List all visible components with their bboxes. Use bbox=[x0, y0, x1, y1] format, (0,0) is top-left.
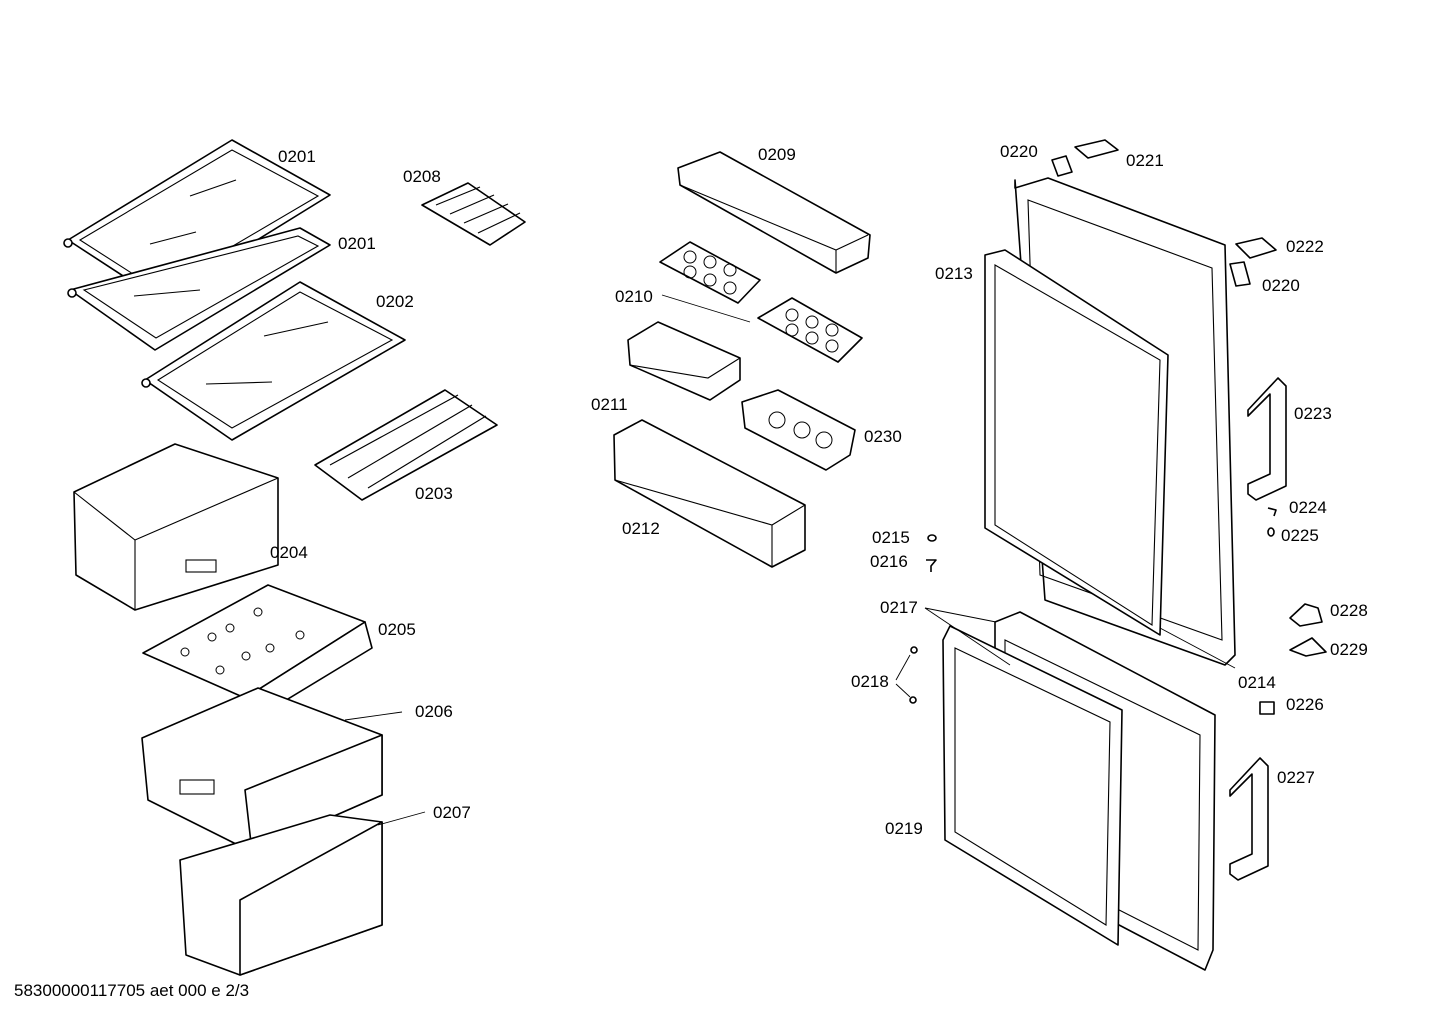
part-label-0219: 0219 bbox=[885, 819, 923, 838]
drawer-0207 bbox=[179, 811, 426, 976]
crisper-tray-0204 bbox=[73, 443, 279, 611]
handle-0227 bbox=[1229, 757, 1269, 881]
part-label-0220-side: 0220 bbox=[1262, 276, 1300, 295]
part-label-0207: 0207 bbox=[433, 803, 471, 822]
freezer-seal-0219 bbox=[942, 625, 1123, 946]
bracket-0228 bbox=[1289, 603, 1323, 627]
part-label-0228: 0228 bbox=[1330, 601, 1368, 620]
part-label-0216: 0216 bbox=[870, 552, 908, 571]
part-label-0223: 0223 bbox=[1294, 404, 1332, 423]
part-label-0220-top: 0220 bbox=[1000, 142, 1038, 161]
part-label-0201-top: 0201 bbox=[278, 147, 316, 166]
part-label-0209: 0209 bbox=[758, 145, 796, 164]
part-label-0206: 0206 bbox=[415, 702, 453, 721]
egg-tray-0210-b bbox=[757, 297, 863, 363]
part-label-0203: 0203 bbox=[415, 484, 453, 503]
door-shelf-0212 bbox=[613, 419, 806, 568]
part-label-0201-bottom: 0201 bbox=[338, 234, 376, 253]
part-label-0225: 0225 bbox=[1281, 526, 1319, 545]
part-label-0204: 0204 bbox=[270, 543, 308, 562]
part-label-0218: 0218 bbox=[851, 672, 889, 691]
screw-0218 bbox=[895, 646, 918, 704]
cap-0220-top bbox=[1051, 155, 1073, 177]
cover-0229 bbox=[1289, 637, 1327, 657]
part-label-0224: 0224 bbox=[1289, 498, 1327, 517]
door-seal-0213 bbox=[984, 249, 1169, 636]
part-label-0213: 0213 bbox=[935, 264, 973, 283]
part-label-0211: 0211 bbox=[591, 395, 628, 414]
clip-0226 bbox=[1259, 701, 1275, 715]
handle-screw-0224 bbox=[1267, 507, 1277, 517]
part-label-0212: 0212 bbox=[622, 519, 660, 538]
part-label-0227: 0227 bbox=[1277, 768, 1315, 787]
ice-tray-0208 bbox=[421, 182, 526, 246]
part-label-0229: 0229 bbox=[1330, 640, 1368, 659]
bottle-rack-0203 bbox=[314, 389, 498, 501]
part-label-0210: 0210 bbox=[615, 287, 653, 306]
part-label-0230: 0230 bbox=[864, 427, 902, 446]
hinge-cover-0222 bbox=[1235, 237, 1277, 259]
washer-0225 bbox=[1267, 527, 1275, 537]
hinge-cover-0221 bbox=[1074, 139, 1119, 159]
part-label-0202: 0202 bbox=[376, 292, 414, 311]
part-label-0208: 0208 bbox=[403, 167, 441, 186]
hinge-pin-0215 bbox=[927, 534, 937, 542]
drawer-0206 bbox=[141, 687, 403, 853]
egg-box-0230 bbox=[741, 389, 856, 471]
part-label-0221: 0221 bbox=[1126, 151, 1164, 170]
part-label-0214: 0214 bbox=[1238, 673, 1276, 692]
cap-0220-side bbox=[1229, 261, 1251, 287]
part-label-0215: 0215 bbox=[872, 528, 910, 547]
document-id-footer: 58300000117705 aet 000 e 2/3 bbox=[14, 981, 250, 1000]
part-label-0222: 0222 bbox=[1286, 237, 1324, 256]
glass-shelf-0201-bottom bbox=[67, 227, 331, 351]
hinge-bush-0216 bbox=[926, 559, 937, 572]
part-label-0226: 0226 bbox=[1286, 695, 1324, 714]
glass-shelf-0202 bbox=[141, 281, 406, 441]
door-shelf-0211 bbox=[627, 321, 741, 401]
egg-tray-0210-a bbox=[659, 241, 761, 304]
part-label-0217: 0217 bbox=[880, 598, 918, 617]
part-label-0205: 0205 bbox=[378, 620, 416, 639]
handle-0223 bbox=[1247, 377, 1287, 501]
door-shelf-0209 bbox=[677, 151, 871, 274]
